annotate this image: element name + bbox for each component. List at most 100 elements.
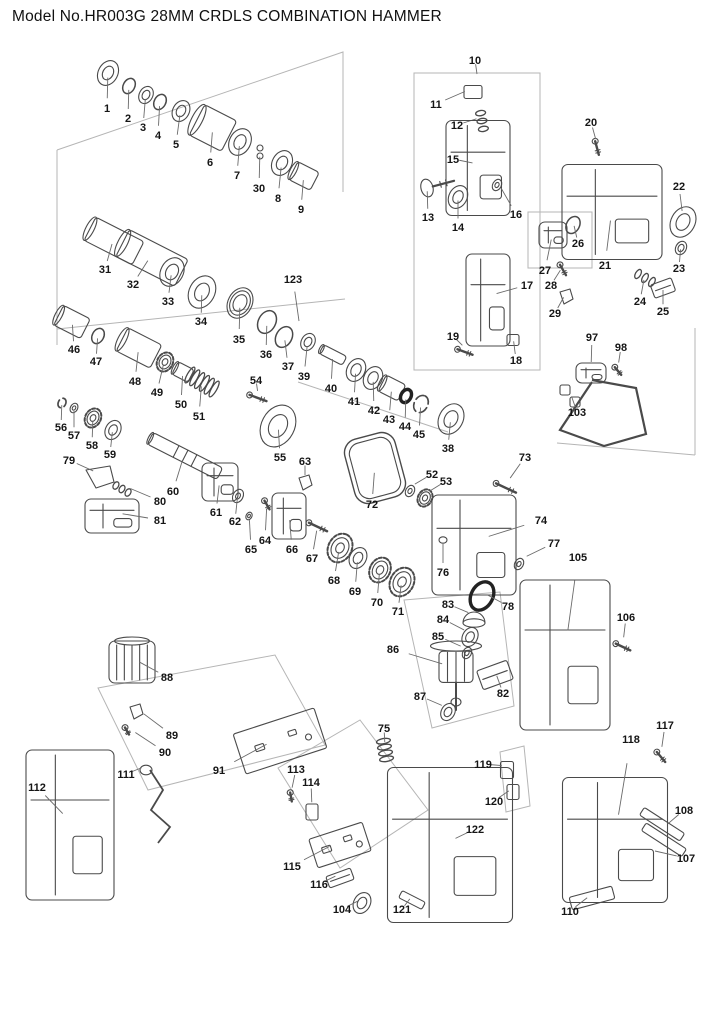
part-73	[492, 479, 518, 494]
part-122	[386, 766, 514, 924]
leader-line	[256, 383, 259, 391]
part-label-63: 63	[299, 456, 311, 468]
part-label-75: 75	[378, 723, 390, 735]
part-64	[260, 497, 272, 511]
part-label-73: 73	[519, 452, 531, 464]
part-label-6: 6	[207, 157, 213, 169]
leader-line	[291, 774, 296, 788]
panel-line	[558, 378, 648, 448]
leader-line	[122, 513, 149, 519]
part-117	[653, 748, 667, 764]
part-label-46: 46	[68, 344, 80, 356]
part-label-62: 62	[229, 516, 241, 528]
part-18	[506, 333, 520, 347]
part-12	[475, 109, 489, 133]
leader-line	[449, 622, 465, 631]
part-108	[639, 807, 687, 857]
part-label-108: 108	[675, 805, 693, 817]
leader-line	[331, 359, 334, 379]
leader-line	[335, 551, 340, 572]
part-label-2: 2	[125, 113, 131, 125]
leader-line	[355, 562, 358, 582]
part-label-91: 91	[213, 765, 225, 777]
part-label-78: 78	[502, 601, 514, 613]
part-5	[171, 99, 191, 123]
part-106	[612, 640, 632, 653]
leader-line	[303, 846, 330, 861]
part-label-90: 90	[159, 747, 171, 759]
leader-line	[258, 156, 261, 179]
part-label-64: 64	[259, 535, 272, 547]
part-label-22: 22	[673, 181, 685, 193]
leader-line	[284, 340, 288, 358]
part-label-40: 40	[325, 383, 337, 395]
panel-line	[556, 442, 696, 456]
leader-line	[398, 585, 402, 603]
part-label-115: 115	[283, 861, 301, 873]
part-label-56: 56	[55, 422, 67, 434]
part-86	[429, 640, 483, 711]
panel-line	[277, 719, 429, 869]
part-39	[300, 332, 316, 352]
leader-line	[488, 524, 525, 537]
part-label-13: 13	[422, 212, 434, 224]
part-label-116: 116	[310, 879, 328, 891]
leader-line	[590, 344, 593, 362]
part-15	[445, 119, 511, 217]
part-36	[256, 309, 278, 335]
part-29	[559, 288, 574, 305]
leader-line	[509, 463, 521, 479]
part-label-60: 60	[167, 486, 179, 498]
part-61	[201, 462, 239, 502]
part-40	[317, 344, 347, 365]
leader-line	[200, 295, 203, 313]
part-6	[187, 103, 237, 151]
part-19	[454, 345, 474, 357]
leader-line	[404, 399, 407, 418]
part-label-52: 52	[426, 469, 438, 481]
panel-line	[413, 72, 541, 371]
part-53	[416, 488, 434, 508]
part-57	[69, 402, 79, 414]
part-35	[226, 287, 254, 319]
leader-line	[60, 405, 63, 421]
part-28	[556, 261, 568, 277]
part-label-5: 5	[173, 139, 179, 151]
leader-line	[106, 77, 109, 99]
leader-line	[143, 98, 146, 119]
part-label-18: 18	[510, 355, 522, 367]
part-78	[468, 580, 496, 612]
leader-line	[199, 386, 202, 407]
part-label-15: 15	[447, 154, 459, 166]
leader-line	[127, 89, 130, 110]
part-21	[561, 163, 663, 261]
part-label-3: 3	[140, 122, 146, 134]
part-97	[575, 362, 607, 384]
part-84	[461, 626, 479, 648]
leader-line	[289, 520, 292, 540]
part-48	[114, 327, 162, 368]
part-label-50: 50	[175, 399, 187, 411]
panel-line	[527, 211, 593, 269]
diagram-title: Model No.HR003G 28MM CRDLS COMBINATION H…	[12, 8, 442, 25]
part-23	[674, 240, 688, 256]
part-17	[465, 253, 511, 347]
part-label-84: 84	[437, 614, 450, 626]
part-label-32: 32	[127, 279, 139, 291]
part-50	[170, 361, 194, 382]
part-105	[519, 579, 611, 731]
part-56	[57, 397, 67, 409]
part-label-14: 14	[452, 222, 465, 234]
part-26	[565, 215, 581, 235]
part-label-120: 120	[485, 796, 503, 808]
leader-line	[679, 249, 682, 263]
leader-line	[139, 661, 159, 673]
leader-line	[216, 485, 220, 504]
leader-line	[76, 463, 94, 472]
leader-line	[618, 351, 621, 363]
part-label-9: 9	[298, 204, 304, 216]
leader-line	[237, 146, 240, 166]
part-label-97: 97	[586, 332, 598, 344]
